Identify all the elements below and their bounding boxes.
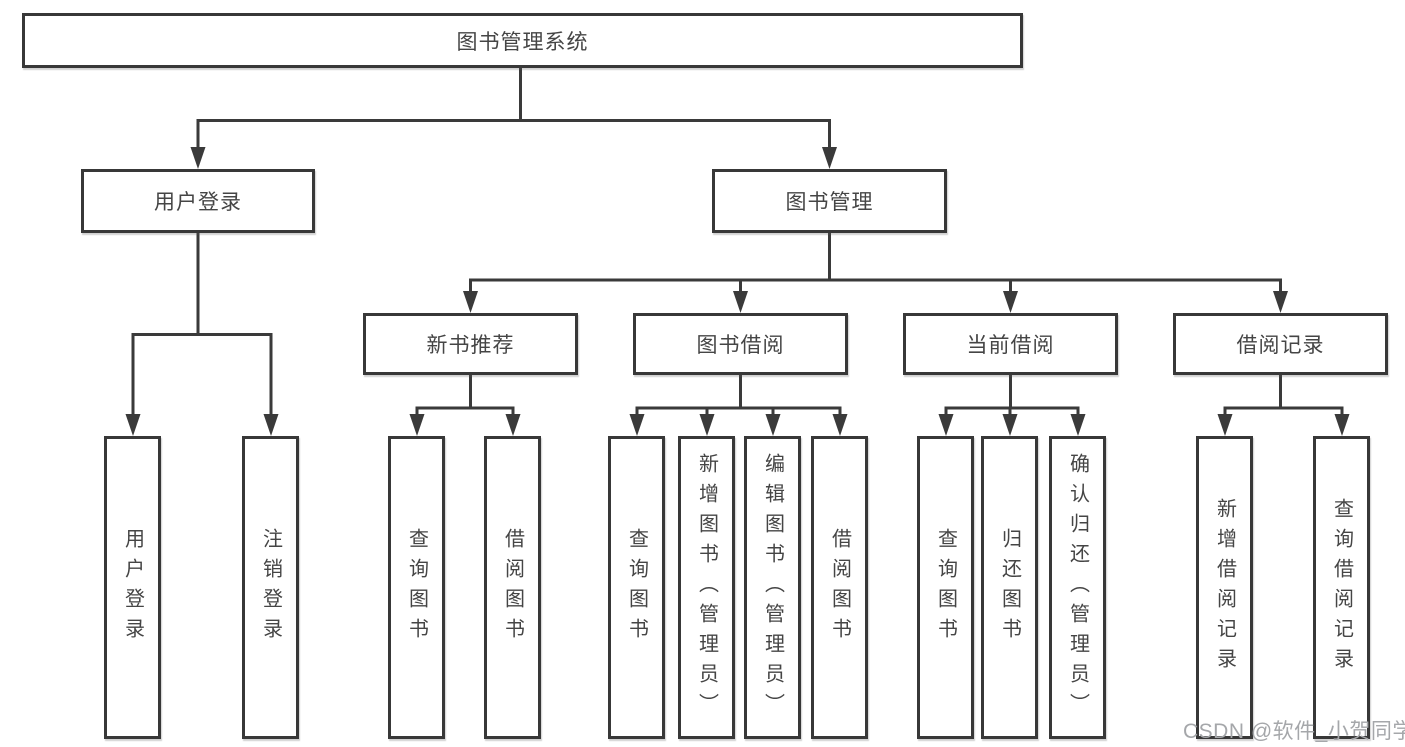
node-book-borrowing: 图书借阅 <box>633 313 848 375</box>
leaf-label: 用户登录 <box>121 527 144 648</box>
node-new-book-recommend: 新书推荐 <box>363 313 578 375</box>
leaf-logout: 注销登录 <box>242 436 299 739</box>
leaf-add-book-admin: 新增图书（管理员） <box>678 436 735 739</box>
leaf-label: 归还图书 <box>998 527 1021 648</box>
node-label: 当前借阅 <box>966 334 1055 357</box>
leaf-label: 查询图书 <box>405 527 428 648</box>
node-label: 借阅记录 <box>1236 334 1325 357</box>
leaf-return-book: 归还图书 <box>981 436 1038 739</box>
connector-root-to-level2 <box>196 68 831 150</box>
leaf-label: 确认归还（管理员） <box>1066 452 1089 723</box>
leaf-borrow-books: 借阅图书 <box>484 436 541 739</box>
leaf-borrow-books-2: 借阅图书 <box>811 436 868 739</box>
arrowheads <box>125 147 1350 436</box>
node-label: 图书管理 <box>785 191 874 214</box>
node-library-management-system: 图书管理系统 <box>22 13 1023 68</box>
node-current-borrowing: 当前借阅 <box>903 313 1118 375</box>
node-label: 图书管理系统 <box>456 30 589 54</box>
leaf-label: 查询图书 <box>625 527 648 648</box>
node-label: 用户登录 <box>154 191 242 214</box>
leaf-edit-book-admin: 编辑图书（管理员） <box>744 436 801 739</box>
leaf-query-books: 查询图书 <box>388 436 445 739</box>
leaf-label: 借阅图书 <box>501 527 524 648</box>
leaf-query-books-3: 查询图书 <box>917 436 974 739</box>
connector-records-children <box>1223 373 1344 418</box>
node-borrowing-records: 借阅记录 <box>1173 313 1388 375</box>
leaf-query-books-2: 查询图书 <box>608 436 665 739</box>
connector-user-login-children <box>131 231 273 418</box>
node-label: 新书推荐 <box>426 334 515 357</box>
leaf-label: 注销登录 <box>259 527 282 648</box>
leaf-label: 借阅图书 <box>828 527 851 648</box>
leaf-label: 新增借阅记录 <box>1213 497 1236 678</box>
node-label: 图书借阅 <box>696 334 785 357</box>
connector-book-borrow-children <box>635 373 842 418</box>
leaf-add-borrow-record: 新增借阅记录 <box>1196 436 1253 739</box>
leaf-user-login: 用户登录 <box>104 436 161 739</box>
leaf-label: 新增图书（管理员） <box>695 452 718 723</box>
leaf-label: 编辑图书（管理员） <box>761 452 784 723</box>
leaf-confirm-return-admin: 确认归还（管理员） <box>1049 436 1106 739</box>
csdn-watermark: CSDN @软件_小贺同学 <box>1183 720 1405 743</box>
node-book-management: 图书管理 <box>712 169 947 233</box>
connector-new-book-children <box>415 373 515 418</box>
leaf-query-borrow-record: 查询借阅记录 <box>1313 436 1370 739</box>
leaf-label: 查询借阅记录 <box>1330 497 1353 678</box>
connector-book-mgmt-children <box>469 231 1282 295</box>
leaf-label: 查询图书 <box>934 527 957 648</box>
node-user-login: 用户登录 <box>81 169 315 233</box>
connector-current-borrow-children <box>944 373 1080 418</box>
